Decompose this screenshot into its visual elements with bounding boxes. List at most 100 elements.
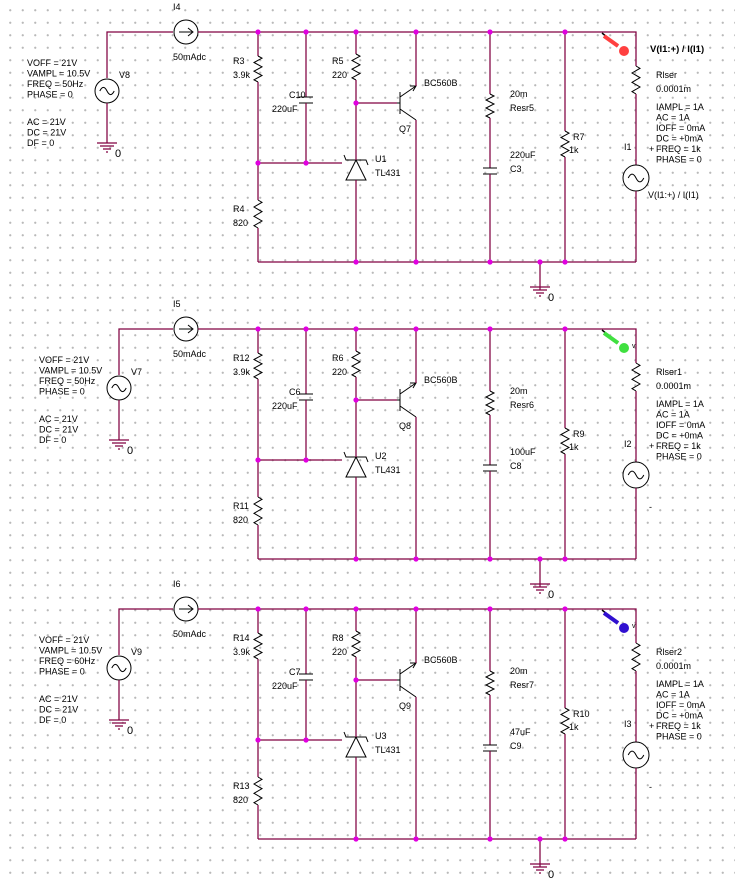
ground-label: 0 xyxy=(127,445,133,457)
cap-ref: C9 xyxy=(510,741,522,751)
isrc-param: AC = 1A xyxy=(656,113,690,123)
minus-mark: - xyxy=(649,782,652,792)
resistor-value: 220 xyxy=(332,367,347,377)
junction-dot xyxy=(413,556,419,562)
source-param: DF = 0 xyxy=(39,715,66,725)
transistor-emitter xyxy=(399,382,417,395)
probe-label: V(I1:+) / I(I1) xyxy=(650,44,704,55)
sine-glyph xyxy=(627,470,645,480)
junction-dot xyxy=(303,160,309,166)
resistor-value: 3.9k xyxy=(233,367,251,377)
current-arrow-head xyxy=(187,27,194,37)
resistor-value: 820 xyxy=(233,218,248,228)
isrc-param: IOFF = 0mA xyxy=(656,420,705,430)
rser-ref: Rlser xyxy=(656,70,677,80)
resistor-value: 820 xyxy=(233,515,248,525)
resistor-value: 3.9k xyxy=(233,70,251,80)
junction-dot xyxy=(353,326,359,332)
resistor-symbol xyxy=(350,350,362,378)
resistor-symbol xyxy=(559,427,571,455)
source-param: FREQ = 50Hz xyxy=(27,79,84,89)
junction-dot xyxy=(562,29,568,35)
sine-glyph xyxy=(99,86,115,96)
capacitor-ref: C7 xyxy=(289,667,301,677)
cap-value: 100uF xyxy=(510,447,536,457)
source-param: VOFF = 21V xyxy=(39,635,89,645)
source-param: DC = 21V xyxy=(39,705,78,715)
transistor-ref: Q9 xyxy=(399,701,411,711)
plus-mark: + xyxy=(649,144,654,154)
resistor-symbol xyxy=(253,199,263,229)
resistor-symbol xyxy=(484,670,496,696)
shunt-regulator-icon xyxy=(345,158,367,181)
isrc-param: FREQ = 1k xyxy=(656,441,701,451)
source-ref: V8 xyxy=(119,70,130,80)
resistor-symbol xyxy=(631,642,641,672)
resistor-value: 820 xyxy=(233,795,248,805)
isrc-param: IAMPL = 1A xyxy=(656,399,704,409)
transistor-value: BC560B xyxy=(424,78,458,88)
source-param: VAMPL = 10.5V xyxy=(27,69,90,79)
junction-dot xyxy=(353,677,359,683)
resistor-ref: R3 xyxy=(233,56,245,66)
junction-dot xyxy=(353,259,359,265)
resistor-symbol xyxy=(484,390,496,416)
resistor-value: 220 xyxy=(332,647,347,657)
shunt-ref: U3 xyxy=(375,731,387,741)
shunt-value: TL431 xyxy=(375,745,401,755)
ground-label: 0 xyxy=(548,292,554,304)
isrc-param: PHASE = 0 xyxy=(656,155,702,165)
esr-value: 20m xyxy=(510,666,528,676)
cap-ref: C8 xyxy=(510,461,522,471)
transistor-emitter xyxy=(399,662,417,675)
cap-value: 47uF xyxy=(510,727,531,737)
probe-tag: v xyxy=(632,623,636,630)
isrc-param: DC = +0mA xyxy=(656,134,703,144)
junction-dot xyxy=(537,259,543,265)
wire xyxy=(118,328,173,375)
junction-dot xyxy=(487,259,493,265)
source-param: VOFF = 21V xyxy=(27,58,77,68)
shunt-ref: U2 xyxy=(375,451,387,461)
resistor-symbol xyxy=(350,630,362,658)
ground-label: 0 xyxy=(115,148,121,160)
current-source-value: 50mAdc xyxy=(173,629,207,639)
junction-dot xyxy=(487,836,493,842)
current-source-ref: I4 xyxy=(173,2,181,12)
transistor-ref: Q8 xyxy=(399,421,411,431)
source-ref: V7 xyxy=(131,367,142,377)
junction-dot xyxy=(413,326,419,332)
junction-dot xyxy=(353,397,359,403)
resistor-value: 1k xyxy=(569,442,579,452)
resistor-ref: R11 xyxy=(233,501,249,511)
junction-dot xyxy=(353,606,359,612)
junction-dot xyxy=(413,259,419,265)
resistor-symbol xyxy=(631,362,641,392)
esr-value: 20m xyxy=(510,89,528,99)
isrc-param: AC = 1A xyxy=(656,410,690,420)
resistor-value: 1k xyxy=(569,722,579,732)
junction-dot xyxy=(353,100,359,106)
resistor-ref: R13 xyxy=(233,781,250,791)
resistor-ref: R10 xyxy=(573,709,590,719)
source-param: VOFF = 21V xyxy=(39,355,89,365)
resistor-ref: R7 xyxy=(573,132,585,142)
isrc-param: IAMPL = 1A xyxy=(656,679,704,689)
wire xyxy=(198,31,637,66)
rser-value: 0.0001m xyxy=(656,661,691,671)
current-arrow-head xyxy=(187,604,194,614)
resistor-ref: R14 xyxy=(233,633,250,643)
isrc-param: PHASE = 0 xyxy=(656,452,702,462)
resistor-symbol xyxy=(559,707,571,735)
transistor-ref: Q7 xyxy=(399,124,411,134)
transistor-emitter xyxy=(399,85,417,98)
source-param: FREQ = 50Hz xyxy=(39,376,96,386)
source-param: PHASE = 0 xyxy=(39,387,85,397)
resistor-ref: R4 xyxy=(233,204,245,214)
junction-dot xyxy=(413,606,419,612)
transistor-collector xyxy=(399,405,417,418)
isrc-ref: I1 xyxy=(624,142,632,152)
isrc-param: FREQ = 1k xyxy=(656,144,701,154)
